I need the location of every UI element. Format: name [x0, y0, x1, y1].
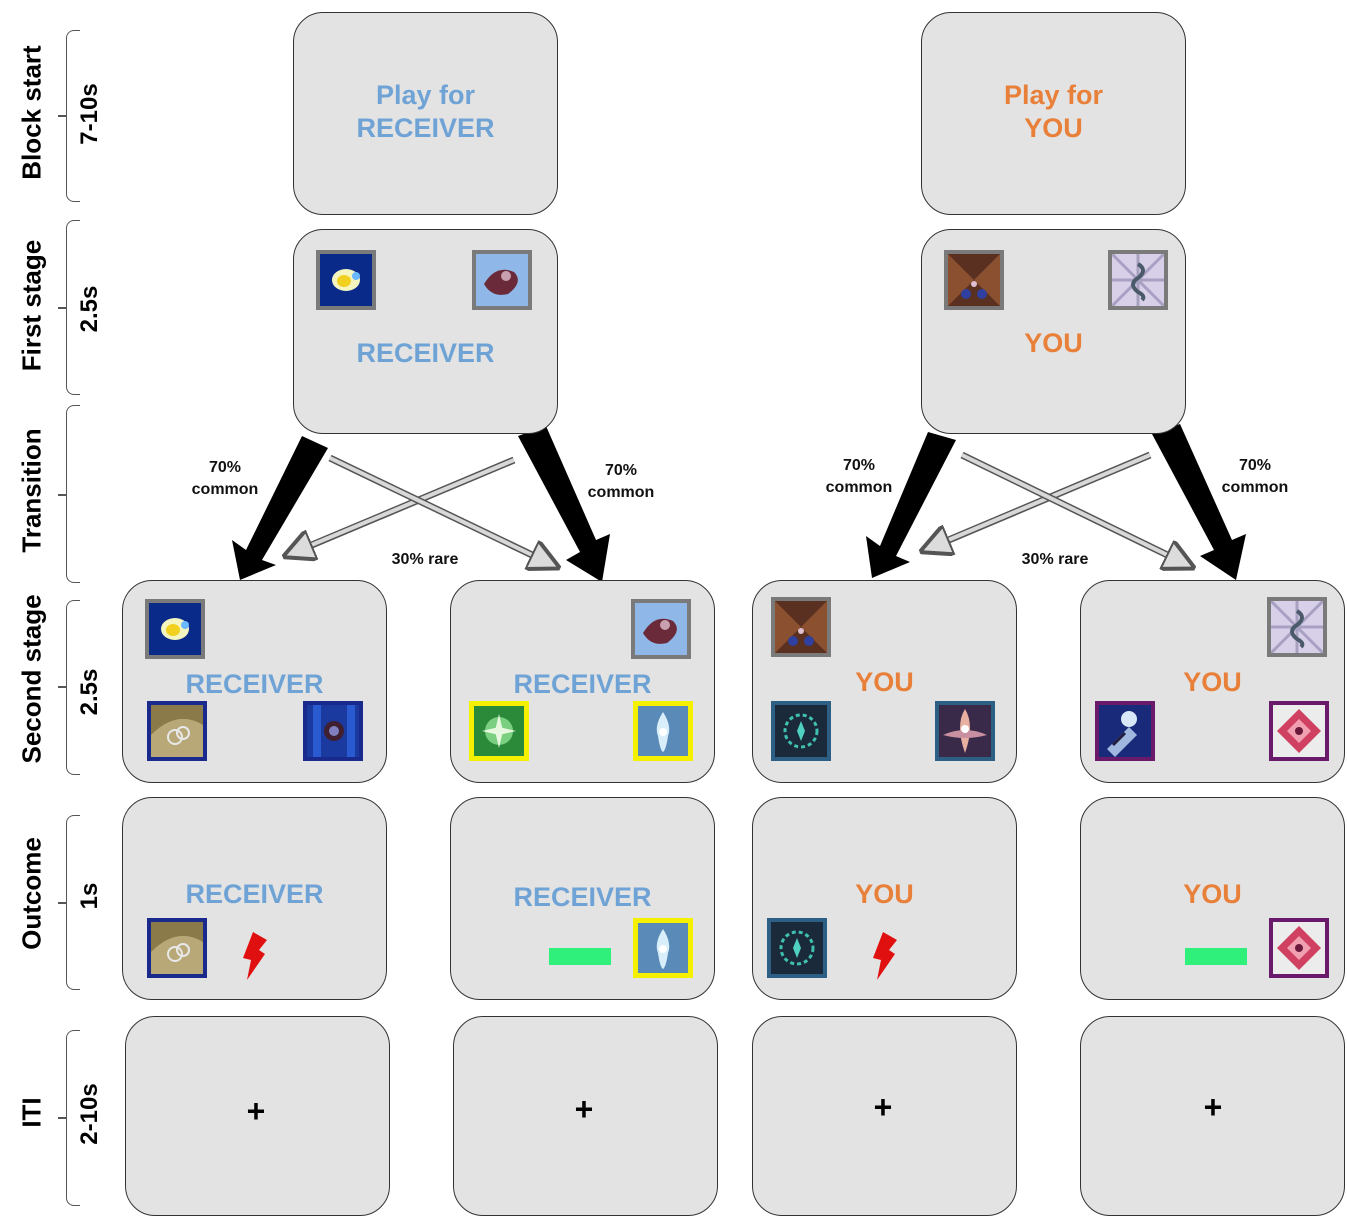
agent-label: RECEIVER	[185, 669, 324, 699]
lightning-bolt-icon	[243, 932, 267, 980]
fractal-stimulus-icon	[472, 250, 532, 310]
fixation-cross-icon: +	[574, 1091, 594, 1127]
screen-outcome-receiver-left: RECEIVER	[122, 797, 387, 1000]
screen-second-stage-you-left: YOU	[752, 580, 1017, 783]
fractal-stimulus-icon	[1269, 701, 1329, 761]
block-start-line1: Play for	[375, 80, 476, 110]
fractal-stimulus-icon	[147, 701, 207, 761]
fractal-stimulus-icon	[944, 250, 1004, 310]
screen-second-stage-you-right: YOU	[1080, 580, 1345, 783]
screen-second-stage-receiver-right: RECEIVER	[450, 580, 715, 783]
rare-arrow-left	[286, 456, 516, 559]
common-arrow-left	[866, 432, 956, 578]
row-time-block-start: 7-10s	[76, 83, 103, 145]
agent-label: RECEIVER	[513, 882, 652, 912]
fractal-stimulus-icon	[316, 250, 376, 310]
agent-label: RECEIVER	[185, 879, 324, 909]
bracket-tick	[58, 902, 66, 904]
screen-iti-you-right: +	[1080, 1016, 1345, 1216]
agent-label: YOU	[855, 667, 914, 697]
agent-label: YOU	[1183, 879, 1242, 909]
fractal-stimulus-icon	[767, 918, 827, 978]
bracket-transition	[66, 405, 80, 583]
block-start-line2: YOU	[1024, 113, 1083, 143]
bracket-tick	[58, 1117, 66, 1119]
agent-label: YOU	[1183, 667, 1242, 697]
fractal-stimulus-icon	[771, 597, 831, 657]
bracket-iti	[66, 1030, 80, 1206]
row-time-first-stage: 2.5s	[76, 285, 103, 333]
common-arrow-right	[1152, 424, 1246, 580]
screen-iti-receiver-left: +	[125, 1016, 390, 1216]
fractal-stimulus-icon	[1095, 701, 1155, 761]
bracket-second-stage	[66, 600, 80, 775]
screen-block-start-receiver: Play for RECEIVER	[293, 12, 558, 215]
row-time-outcome: 1s	[76, 882, 103, 910]
fractal-stimulus-icon	[1108, 250, 1168, 310]
fractal-stimulus-icon	[633, 918, 693, 978]
reward-bar	[549, 948, 611, 965]
screen-first-stage-receiver: RECEIVER	[293, 229, 558, 434]
rare-label: 30% rare	[1021, 551, 1089, 568]
bracket-first-stage	[66, 220, 80, 395]
reward-bar	[1185, 948, 1247, 965]
rare-arrow-left-inner	[290, 458, 515, 554]
fractal-stimulus-icon	[147, 918, 207, 978]
fractal-stimulus-icon	[1267, 597, 1327, 657]
lightning-bolt-icon	[873, 932, 897, 980]
fractal-stimulus-icon	[469, 701, 529, 761]
bracket-outcome	[66, 815, 80, 990]
fixation-cross-icon: +	[1203, 1089, 1223, 1125]
screen-outcome-you-left: YOU	[752, 797, 1017, 1000]
agent-label: RECEIVER	[356, 338, 495, 368]
screen-second-stage-receiver-left: RECEIVER	[122, 580, 387, 783]
row-label-outcome: Outcome	[16, 837, 47, 950]
fractal-stimulus-icon	[145, 599, 205, 659]
screen-block-start-you: Play for YOU	[921, 12, 1186, 215]
agent-label: YOU	[1024, 328, 1083, 358]
fixation-cross-icon: +	[873, 1089, 893, 1125]
fixation-cross-icon: +	[246, 1093, 266, 1129]
common-label-right: 70% common	[587, 462, 655, 501]
row-label-first-stage: First stage	[16, 239, 47, 372]
rare-label: 30% rare	[391, 551, 459, 568]
common-label-left: 70% common	[825, 457, 893, 496]
rare-arrow-left-inner	[927, 453, 1151, 549]
common-arrow-right	[518, 426, 610, 582]
row-label-block-start: Block start	[16, 45, 47, 180]
common-label-right: 70% common	[1221, 457, 1289, 496]
agent-label: RECEIVER	[513, 669, 652, 699]
bracket-tick	[58, 494, 66, 496]
screen-outcome-receiver-right: RECEIVER	[450, 797, 715, 1000]
fractal-stimulus-icon	[303, 701, 363, 761]
fractal-stimulus-icon	[935, 701, 995, 761]
bracket-tick	[58, 115, 66, 117]
screen-iti-you-left: +	[752, 1016, 1017, 1216]
screen-first-stage-you: YOU	[921, 229, 1186, 434]
row-label-transition: Transition	[16, 428, 47, 553]
common-label-left: 70% common	[191, 459, 259, 498]
fractal-stimulus-icon	[631, 599, 691, 659]
fractal-stimulus-icon	[771, 701, 831, 761]
row-time-second-stage: 2.5s	[76, 668, 103, 716]
block-start-line2: RECEIVER	[356, 113, 495, 143]
row-label-second-stage: Second stage	[16, 594, 47, 764]
row-time-iti: 2-10s	[76, 1083, 103, 1145]
bracket-tick	[58, 307, 66, 309]
screen-outcome-you-right: YOU	[1080, 797, 1345, 1000]
fractal-stimulus-icon	[633, 701, 693, 761]
rare-arrow-left	[923, 451, 1152, 554]
fractal-stimulus-icon	[1269, 918, 1329, 978]
screen-iti-receiver-right: +	[453, 1016, 718, 1216]
row-label-iti: ITI	[16, 1097, 47, 1128]
block-start-line1: Play for	[1003, 80, 1104, 110]
bracket-tick	[58, 686, 66, 688]
bracket-block-start	[66, 30, 80, 202]
agent-label: YOU	[855, 879, 914, 909]
